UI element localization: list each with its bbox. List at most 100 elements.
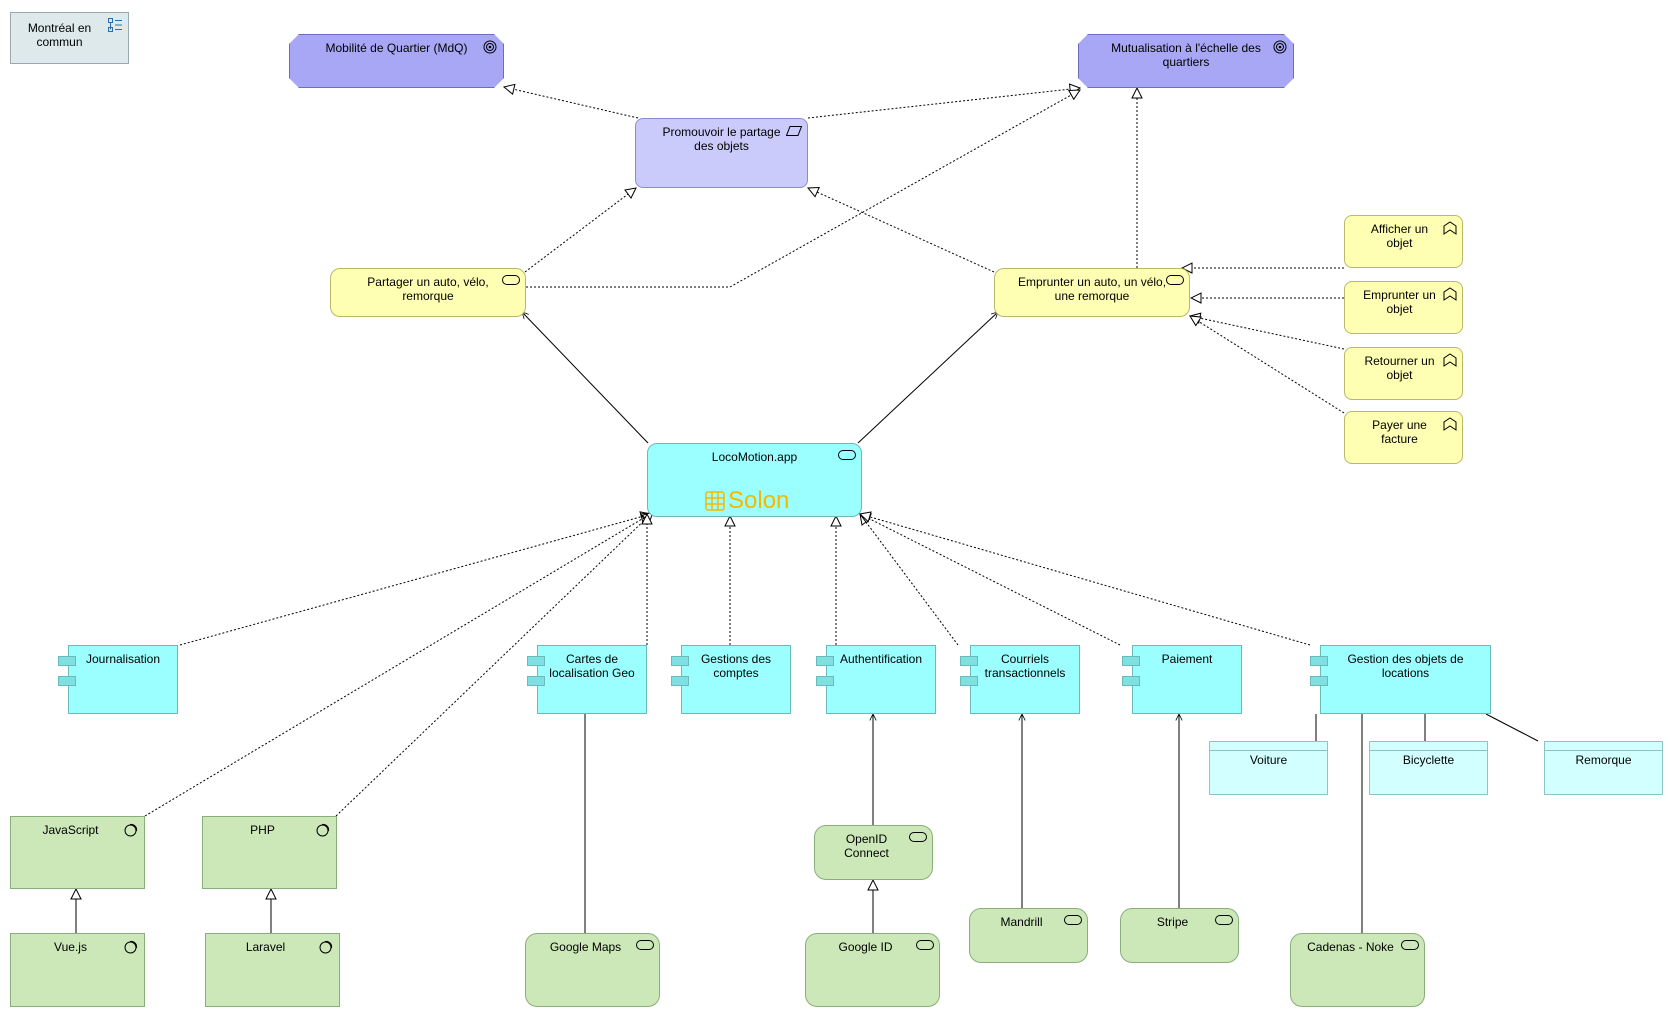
component-tab-icon: [58, 656, 76, 666]
app-locomotion[interactable]: LocoMotion.app Solon: [647, 443, 862, 517]
tech-stripe[interactable]: Stripe: [1120, 908, 1239, 963]
component-tab-icon: [960, 656, 978, 666]
tech-mandrill[interactable]: Mandrill: [969, 908, 1088, 963]
process-emprunter-objet[interactable]: Emprunter un objet: [1344, 281, 1463, 334]
tech-google-maps[interactable]: Google Maps: [525, 933, 660, 1007]
component-journalisation-label: Journalisation: [85, 652, 161, 666]
tech-php[interactable]: PHP: [202, 816, 337, 889]
component-courriels[interactable]: Courriels transactionnels: [970, 645, 1080, 714]
component-paiement-label: Paiement: [1161, 652, 1213, 666]
tech-laravel-label: Laravel: [245, 940, 286, 954]
component-tab-icon: [671, 656, 689, 666]
tech-vuejs[interactable]: Vue.js: [10, 933, 145, 1007]
service-icon: [1215, 915, 1233, 925]
rel-promouvoir-mdq: [504, 87, 639, 119]
rel-partager-mutualisation: [526, 90, 1080, 288]
rel-remorque-gestionobj: [1485, 713, 1539, 742]
tech-openid-label: OpenID Connect: [844, 832, 889, 860]
group-icon: [108, 18, 122, 32]
solon-logo-text: Solon: [728, 487, 790, 514]
process-retourner[interactable]: Retourner un objet: [1344, 347, 1463, 400]
process-afficher-label: Afficher un objet: [1370, 222, 1429, 250]
function-icon: [1443, 353, 1457, 367]
system-software-icon: [319, 940, 333, 954]
rel-emprunter-promouvoir: [808, 188, 995, 273]
rel-paiement-app: [860, 514, 1121, 646]
process-payer-label: Payer une facture: [1372, 418, 1427, 446]
process-emprunter-objet-label: Emprunter un objet: [1363, 288, 1436, 316]
component-cartes[interactable]: Cartes de localisation Geo: [537, 645, 647, 714]
requirement-promouvoir[interactable]: Promouvoir le partage des objets: [635, 118, 808, 188]
tech-vuejs-label: Vue.js: [54, 940, 87, 954]
rel-courriels-app: [860, 514, 959, 646]
tech-cadenas-label: Cadenas - Noke: [1307, 940, 1394, 954]
component-gestions-comptes[interactable]: Gestions des comptes: [681, 645, 791, 714]
app-locomotion-label: LocoMotion.app: [711, 450, 798, 464]
rel-partager-promouvoir: [524, 188, 636, 273]
goal-mdq[interactable]: Mobilité de Quartier (MdQ): [289, 34, 504, 88]
data-bicyclette-label: Bicyclette: [1402, 753, 1455, 767]
component-tab-icon: [1122, 656, 1140, 666]
rel-app-emprunter: [857, 312, 998, 444]
target-icon: [483, 40, 497, 54]
process-payer[interactable]: Payer une facture: [1344, 411, 1463, 464]
function-icon: [1443, 417, 1457, 431]
target-icon: [1273, 40, 1287, 54]
service-partager[interactable]: Partager un auto, vélo, remorque: [330, 268, 526, 317]
service-icon: [636, 940, 654, 950]
rel-journalisation-app: [179, 514, 651, 646]
data-remorque[interactable]: Remorque: [1544, 741, 1663, 795]
rel-php-app: [335, 512, 653, 817]
component-tab-icon: [816, 676, 834, 686]
service-icon: [1401, 940, 1419, 950]
solon-logo-icon: [705, 491, 725, 511]
service-icon: [1166, 275, 1184, 285]
component-tab-icon: [1310, 676, 1328, 686]
service-icon: [502, 275, 520, 285]
note-label: Montréal en commun: [27, 21, 92, 49]
rel-promouvoir-mutualisation: [807, 88, 1080, 119]
data-bicyclette[interactable]: Bicyclette: [1369, 741, 1488, 795]
system-software-icon: [124, 940, 138, 954]
data-header-line: [1370, 750, 1487, 751]
component-authentification-label: Authentification: [839, 652, 923, 666]
data-voiture[interactable]: Voiture: [1209, 741, 1328, 795]
component-tab-icon: [816, 656, 834, 666]
component-gestions-comptes-label: Gestions des comptes: [700, 652, 772, 680]
goal-mutualisation[interactable]: Mutualisation à l'échelle des quartiers: [1078, 34, 1294, 88]
component-paiement[interactable]: Paiement: [1132, 645, 1242, 714]
rel-payer-emprunter: [1190, 316, 1345, 414]
component-tab-icon: [527, 656, 545, 666]
requirement-promouvoir-label: Promouvoir le partage des objets: [662, 125, 781, 153]
function-icon: [1443, 221, 1457, 235]
process-afficher[interactable]: Afficher un objet: [1344, 215, 1463, 268]
data-header-line: [1545, 750, 1662, 751]
component-authentification[interactable]: Authentification: [826, 645, 936, 714]
tech-stripe-label: Stripe: [1156, 915, 1189, 929]
tech-javascript[interactable]: JavaScript: [10, 816, 145, 889]
tech-laravel[interactable]: Laravel: [205, 933, 340, 1007]
rel-javascript-app: [144, 513, 652, 817]
service-icon: [838, 450, 856, 460]
component-journalisation[interactable]: Journalisation: [68, 645, 178, 714]
component-tab-icon: [1310, 656, 1328, 666]
requirement-icon: [786, 126, 802, 136]
service-emprunter-label: Emprunter un auto, un vélo, une remorque: [1017, 275, 1167, 303]
data-voiture-label: Voiture: [1249, 753, 1288, 767]
service-icon: [1064, 915, 1082, 925]
tech-google-id[interactable]: Google ID: [805, 933, 940, 1007]
component-tab-icon: [960, 676, 978, 686]
tech-openid[interactable]: OpenID Connect: [814, 825, 933, 880]
service-emprunter[interactable]: Emprunter un auto, un vélo, une remorque: [994, 268, 1190, 317]
component-tab-icon: [671, 676, 689, 686]
tech-cadenas[interactable]: Cadenas - Noke: [1290, 933, 1425, 1007]
tech-google-maps-label: Google Maps: [549, 940, 622, 954]
rel-gestionobj-app: [860, 514, 1311, 646]
tech-javascript-label: JavaScript: [42, 823, 99, 837]
data-remorque-label: Remorque: [1575, 753, 1632, 767]
function-icon: [1443, 287, 1457, 301]
component-cartes-label: Cartes de localisation Geo: [549, 652, 635, 680]
component-gestion-objets[interactable]: Gestion des objets de locations: [1320, 645, 1491, 714]
service-icon: [909, 832, 927, 842]
